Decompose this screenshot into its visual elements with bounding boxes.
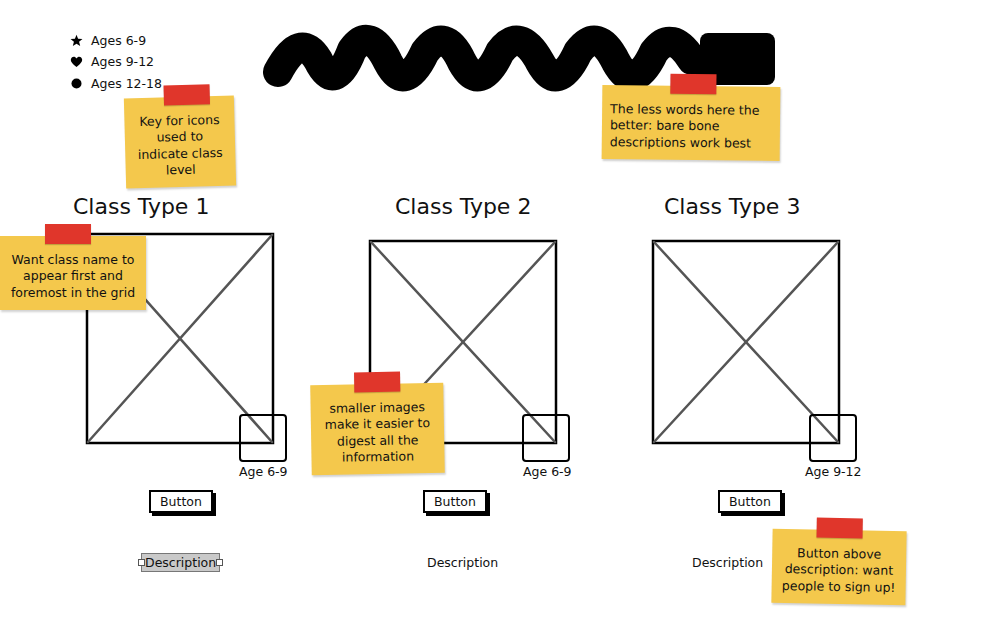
tape-strip [817, 518, 863, 539]
sticky-note: smaller images make it easier to digest … [310, 383, 445, 475]
tape-strip [354, 372, 400, 393]
legend-icon [70, 55, 83, 68]
image-cross [654, 242, 838, 442]
age-label: Age 6-9 [523, 464, 572, 479]
image-frame [653, 241, 839, 443]
icon-slot [810, 415, 856, 461]
button-box: Button [718, 490, 782, 513]
heart-icon [71, 57, 82, 67]
description-text: Description [692, 555, 763, 570]
scribble-stroke [278, 40, 760, 76]
legend-text: Ages 9-12 [91, 54, 154, 69]
circle-icon [72, 79, 82, 89]
legend-text: Ages 6-9 [91, 33, 146, 48]
selected-description-box: Description [141, 553, 220, 572]
star-icon [71, 35, 83, 46]
legend-icon [70, 77, 83, 90]
tape-strip [164, 84, 211, 105]
class-title: Class Type 1 [73, 194, 209, 219]
image-placeholders [87, 234, 856, 461]
sticky-note: Button above description: want people to… [771, 529, 906, 605]
legend-entry: Ages 12-18 [70, 76, 162, 91]
node-text: smaller images make it easier to digest … [319, 399, 437, 466]
legend-entry: Ages 9-12 [70, 54, 154, 69]
node-text: Description [145, 555, 216, 570]
class-title: Class Type 3 [664, 194, 800, 219]
node-text: The less words here the better: bare bon… [610, 101, 773, 151]
resize-handle [216, 559, 223, 566]
icon-slot [240, 415, 286, 461]
sticky-note: Key for icons used to indicate class lev… [124, 96, 236, 189]
icon-slot [523, 415, 569, 461]
tape-strip [670, 74, 716, 94]
image-cross [654, 242, 838, 442]
node-text: Button [160, 494, 202, 509]
image-placeholder [653, 241, 856, 461]
legend-text: Ages 12-18 [91, 76, 162, 91]
legend-icon [70, 34, 83, 47]
description-text: Description [427, 555, 498, 570]
node-text: Key for icons used to indicate class lev… [132, 112, 228, 179]
class-title: Class Type 2 [395, 194, 531, 219]
age-label: Age 6-9 [239, 464, 288, 479]
node-text: Button [434, 494, 476, 509]
tape-strip [45, 224, 91, 244]
node-text: Button above description: want people to… [780, 545, 899, 596]
resize-handle [138, 559, 145, 566]
legend-entry: Ages 6-9 [70, 33, 146, 48]
button-box: Button [149, 490, 213, 513]
sticky-note: The less words here the better: bare bon… [602, 85, 781, 161]
sticky-note: Want class name to appear first and fore… [0, 236, 146, 310]
node-text: Want class name to appear first and fore… [8, 252, 138, 301]
age-label: Age 9-12 [805, 464, 862, 479]
node-text: Button [729, 494, 771, 509]
button-box: Button [423, 490, 487, 513]
